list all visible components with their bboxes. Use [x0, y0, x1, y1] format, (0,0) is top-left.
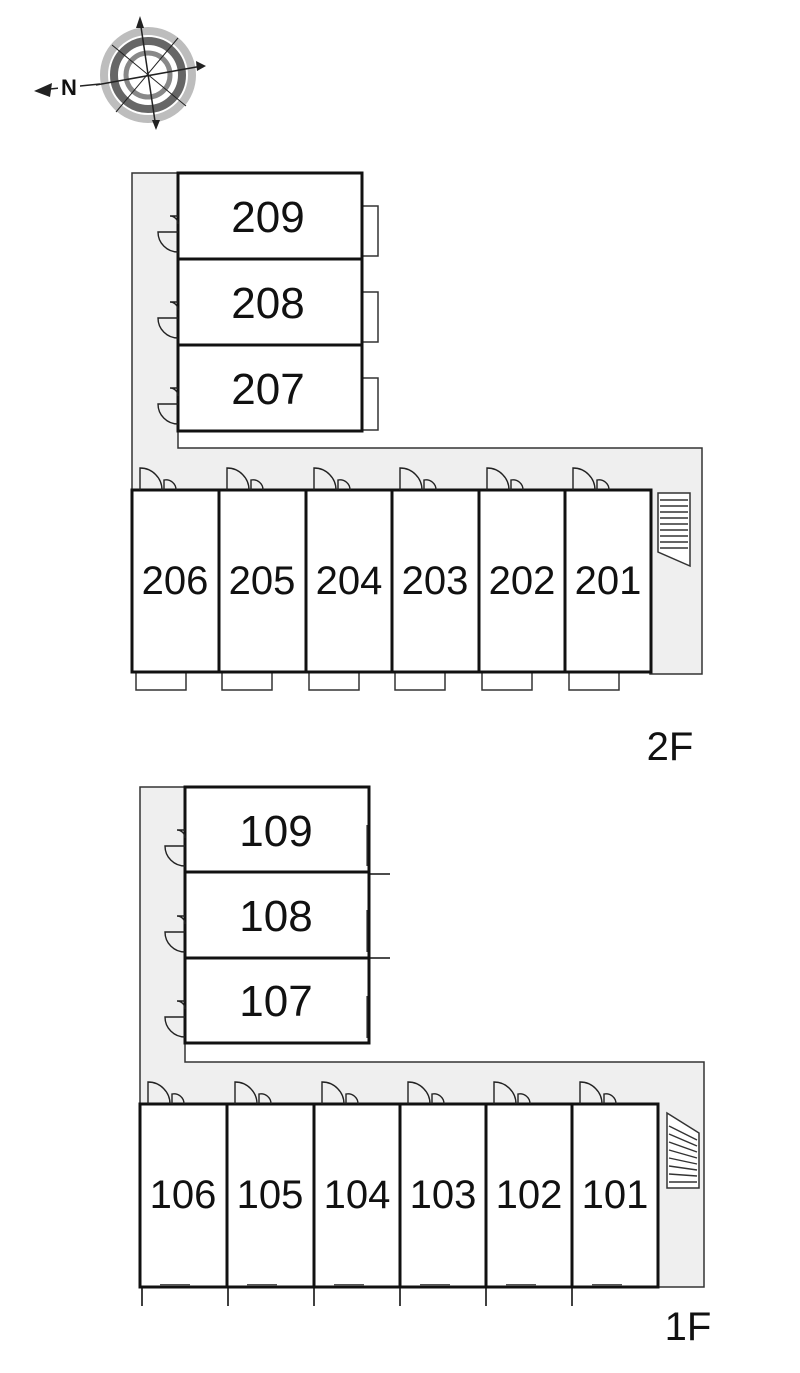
room-202: 202 — [477, 467, 567, 691]
room-label: 109 — [239, 807, 312, 856]
room-label: 201 — [575, 559, 642, 603]
room-105: 105 — [225, 1081, 316, 1289]
stairs-1f — [666, 1111, 700, 1189]
room-205: 205 — [217, 467, 308, 691]
room-207: 207 — [157, 343, 379, 433]
floor-2f: 209 208 207 206 20 — [130, 171, 703, 769]
stairs-2f — [657, 492, 691, 568]
compass-icon: N — [34, 16, 206, 130]
floor-1f: 109 108 107 106 — [138, 785, 712, 1349]
floor-label: 2F — [647, 725, 694, 769]
room-204: 204 — [304, 467, 394, 691]
room-label: 202 — [489, 559, 556, 603]
compass-north-letter: N — [61, 75, 77, 100]
room-label: 204 — [316, 559, 383, 603]
room-label: 206 — [142, 559, 209, 603]
room-label: 107 — [239, 977, 312, 1026]
room-label: 102 — [496, 1173, 563, 1217]
room-label: 101 — [582, 1173, 649, 1217]
room-104: 104 — [312, 1081, 402, 1289]
room-label: 208 — [231, 279, 304, 328]
room-101: 101 — [570, 1081, 660, 1289]
room-206: 206 — [130, 467, 221, 691]
room-103: 103 — [398, 1081, 488, 1289]
room-label: 105 — [237, 1173, 304, 1217]
room-label: 104 — [324, 1173, 391, 1217]
room-label: 108 — [239, 892, 312, 941]
room-label: 205 — [229, 559, 296, 603]
room-203: 203 — [390, 467, 481, 691]
room-209: 209 — [157, 171, 379, 261]
room-107: 107 — [164, 956, 371, 1045]
room-208: 208 — [157, 257, 379, 347]
room-label: 103 — [410, 1173, 477, 1217]
room-201: 201 — [563, 467, 653, 691]
room-label: 106 — [150, 1173, 217, 1217]
room-label: 203 — [402, 559, 469, 603]
room-106: 106 — [138, 1081, 229, 1289]
room-102: 102 — [484, 1081, 574, 1289]
room-label: 209 — [231, 193, 304, 242]
room-label: 207 — [231, 365, 304, 414]
floor-label: 1F — [665, 1305, 712, 1349]
room-109: 109 — [164, 785, 371, 874]
room-108: 108 — [164, 870, 371, 960]
